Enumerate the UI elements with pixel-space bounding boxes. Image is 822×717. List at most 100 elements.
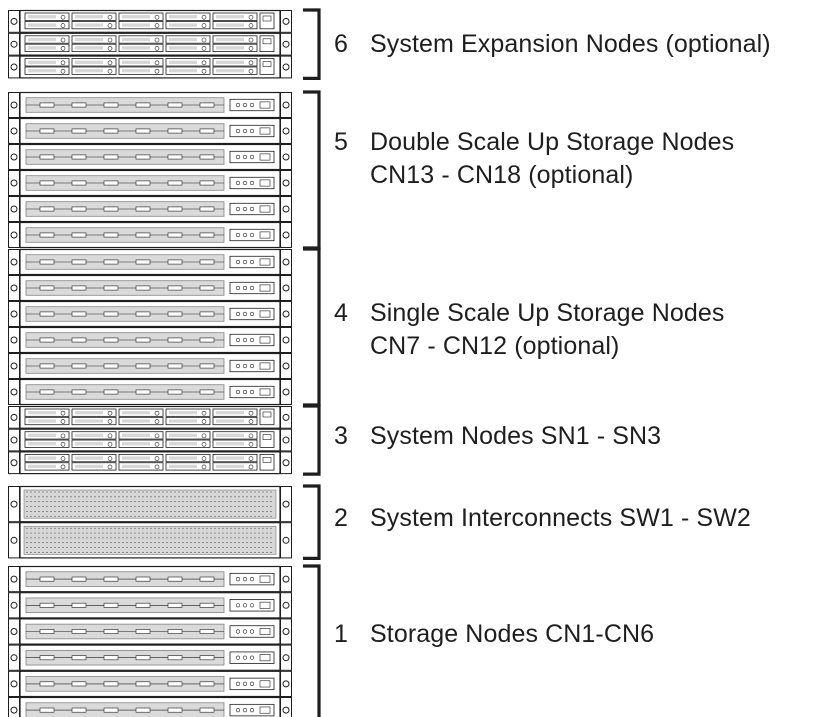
rack-ear-left xyxy=(8,196,20,222)
drive-latch xyxy=(135,311,151,317)
drive-led-icon xyxy=(248,46,254,51)
drive-vent xyxy=(28,60,56,64)
drive-latch xyxy=(135,655,151,661)
drive-latch xyxy=(199,311,215,317)
rack-screw-icon xyxy=(282,601,290,609)
drive-vent xyxy=(28,464,56,469)
drive-latch xyxy=(167,128,183,134)
drive-vent xyxy=(169,46,197,50)
drive-led-icon xyxy=(154,23,160,28)
drive-latch xyxy=(39,102,55,108)
status-led-icon xyxy=(249,655,255,660)
rack-ear-right xyxy=(280,592,292,619)
drive-latch xyxy=(167,102,183,108)
rack-ear-left xyxy=(8,379,20,405)
drive-latch xyxy=(135,154,151,160)
drive-latch xyxy=(167,629,183,634)
drive-latch xyxy=(199,681,215,687)
rack-screw-icon xyxy=(10,205,18,213)
drive-led-icon xyxy=(248,60,254,66)
status-led-icon xyxy=(235,259,241,265)
drive-vent xyxy=(122,411,150,415)
usb-port-icon xyxy=(259,336,271,344)
drive-latch xyxy=(167,655,183,661)
drive-latch xyxy=(71,285,87,291)
drive-latch xyxy=(71,602,87,608)
status-led-icon xyxy=(249,337,255,343)
drive-led-icon xyxy=(201,464,207,470)
rack-unit xyxy=(8,169,292,197)
drive-led-icon xyxy=(201,419,207,424)
status-led-icon xyxy=(235,707,241,713)
rack-unit xyxy=(8,221,292,249)
rack-screw-icon xyxy=(282,63,290,71)
rack-group-3 xyxy=(8,404,321,476)
drive-vent xyxy=(216,15,244,19)
rack-ear-right xyxy=(280,522,292,559)
drive-led-icon xyxy=(60,456,66,461)
drive-latch xyxy=(167,232,183,238)
usb-port-icon xyxy=(259,680,271,688)
rack-ear-right xyxy=(280,301,292,327)
drive-vent xyxy=(28,433,56,438)
drive-latch xyxy=(135,363,151,369)
status-led-icon xyxy=(242,285,248,291)
status-led-icon xyxy=(242,180,248,186)
drive-latch xyxy=(39,285,55,291)
status-led-icon xyxy=(242,232,248,238)
rack-ear-right xyxy=(280,428,292,452)
drive-vent xyxy=(75,69,103,73)
status-led-icon xyxy=(249,629,255,634)
drive-latch xyxy=(135,102,151,108)
drive-latch xyxy=(103,655,119,661)
rack-screw-icon xyxy=(10,310,18,318)
rack-unit xyxy=(8,195,292,223)
rack-screw-icon xyxy=(10,500,18,508)
drive-led-icon xyxy=(154,68,160,74)
rack-screw-icon xyxy=(10,231,18,239)
rack-screw-icon xyxy=(10,362,18,370)
status-led-icon xyxy=(242,363,248,369)
rack-unit xyxy=(8,326,292,354)
rack-group-5 xyxy=(8,90,321,250)
drive-led-icon xyxy=(60,433,66,439)
drive-latch xyxy=(39,602,55,608)
drive-latch xyxy=(167,576,183,582)
drive-vent xyxy=(75,411,103,415)
group-bracket xyxy=(303,90,321,250)
drive-led-icon xyxy=(60,14,66,20)
drive-led-icon xyxy=(60,464,66,470)
control-panel xyxy=(229,281,275,295)
power-button-icon xyxy=(262,434,272,441)
drive-latch xyxy=(71,128,87,134)
drive-latch xyxy=(103,707,119,713)
rack-ear-left xyxy=(8,406,20,429)
rack-unit xyxy=(8,451,292,475)
rack-screw-icon xyxy=(282,40,290,48)
group-title: Single Scale Up Storage Nodes xyxy=(370,299,725,327)
rack-screw-icon xyxy=(282,413,290,421)
drive-latch xyxy=(71,206,87,212)
rack-screw-icon xyxy=(282,101,290,109)
status-led-icon xyxy=(242,206,248,212)
drive-latch xyxy=(199,154,215,160)
rack-ear-left xyxy=(8,428,20,452)
group-subtitle: CN13 - CN18 (optional) xyxy=(370,161,634,189)
rack-screw-icon xyxy=(282,706,290,714)
drive-latch xyxy=(71,259,87,265)
drive-led-icon xyxy=(107,441,113,447)
drive-vent xyxy=(169,15,197,19)
drive-led-icon xyxy=(248,433,254,439)
rack-ear-right xyxy=(280,451,292,475)
drive-vent xyxy=(75,46,103,50)
status-led-icon xyxy=(235,389,241,395)
rack-screw-icon xyxy=(10,284,18,292)
rack-unit xyxy=(8,670,292,698)
rack-screw-icon xyxy=(282,628,290,635)
rack-screw-icon xyxy=(10,536,18,544)
drive-latch xyxy=(135,681,151,687)
drive-latch xyxy=(199,180,215,186)
power-button-icon xyxy=(262,411,272,418)
rack-screw-icon xyxy=(282,205,290,213)
